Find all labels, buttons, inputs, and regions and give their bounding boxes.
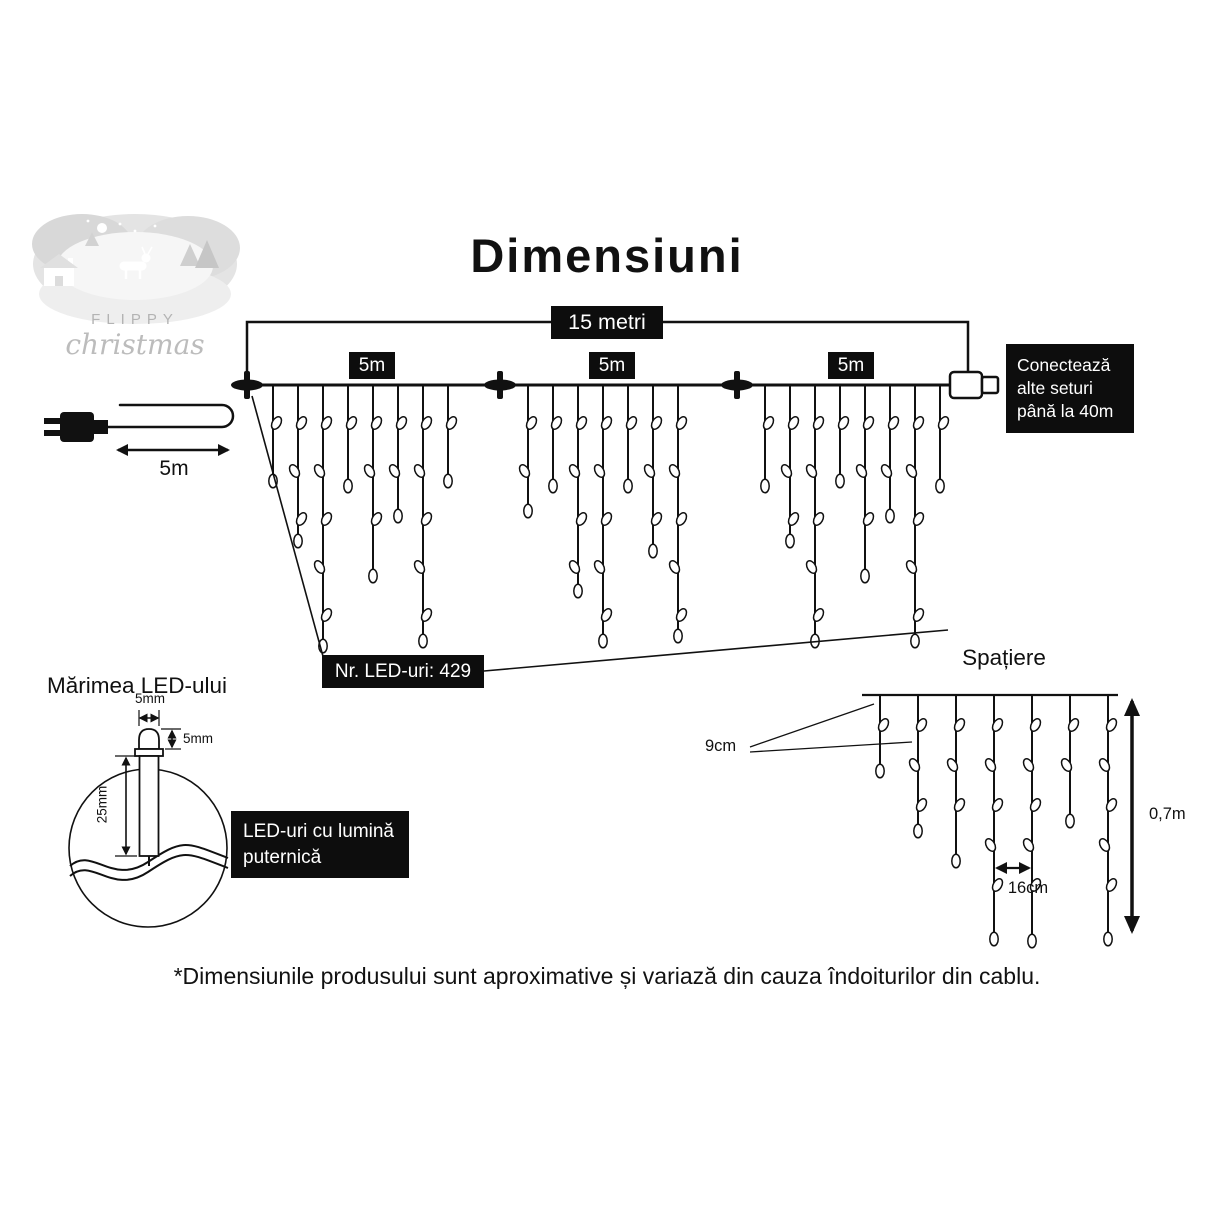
led-width-label: 5mm <box>135 691 165 706</box>
total-length-badge: 15 metri <box>551 306 663 339</box>
led-length-label: 25mm <box>94 785 110 824</box>
spacing-horizontal-label: 16cm <box>1007 879 1049 897</box>
led-cap-label: 5mm <box>183 731 213 746</box>
segment-badge-1: 5m <box>349 352 395 379</box>
led-brightness-line2: puternică <box>243 846 322 868</box>
led-size-title: Mărimea LED-ului <box>47 673 228 698</box>
led-brightness-line1: LED-uri cu lumină <box>243 821 394 842</box>
led-count-pointer <box>251 395 949 672</box>
brand-name-script: christmas <box>65 328 204 361</box>
led-size-detail <box>68 710 229 928</box>
segment-badge-3: 5m <box>828 352 874 379</box>
end-connector-icon <box>948 370 1000 400</box>
connect-note-line1: Conectează <box>1017 355 1111 375</box>
segment-badge-2: 5m <box>589 352 635 379</box>
winter-scene-icon <box>32 214 240 324</box>
spacing-height-label: 0,7m <box>1149 805 1186 823</box>
spacing-icicle-lights <box>875 695 1118 949</box>
connect-note: Conectează alte seturi până la 40m <box>1006 344 1134 434</box>
power-plug-icon <box>44 403 235 442</box>
spacing-vertical-label: 9cm <box>705 737 737 755</box>
footnote: *Dimensiunile produsului sunt aproximati… <box>173 963 1041 989</box>
length-dimension-arrow <box>115 755 137 857</box>
led-brightness-badge: LED-uri cu lumină puternică <box>231 811 409 879</box>
spacing-title: Spațiere <box>962 645 1046 670</box>
page-title: Dimensiuni <box>470 229 744 282</box>
connect-note-line2: alte seturi <box>1017 378 1093 399</box>
wire-connector-icons <box>231 371 753 399</box>
brand-name-top: FLIPPY <box>91 311 179 328</box>
main-icicle-lights <box>268 385 950 654</box>
twisted-wire-icon <box>69 844 229 881</box>
brand-logo: FLIPPY christmas <box>32 214 240 361</box>
cap-dimension-arrow <box>161 728 181 750</box>
width-dimension-arrow <box>138 710 160 726</box>
led-bulb-drawing <box>134 728 164 866</box>
lead-length-label: 5m <box>159 457 189 480</box>
led-count-badge: Nr. LED-uri: 429 <box>322 655 484 688</box>
spacing-gap-pointer <box>749 703 913 753</box>
connect-note-line3: până la 40m <box>1017 401 1114 422</box>
